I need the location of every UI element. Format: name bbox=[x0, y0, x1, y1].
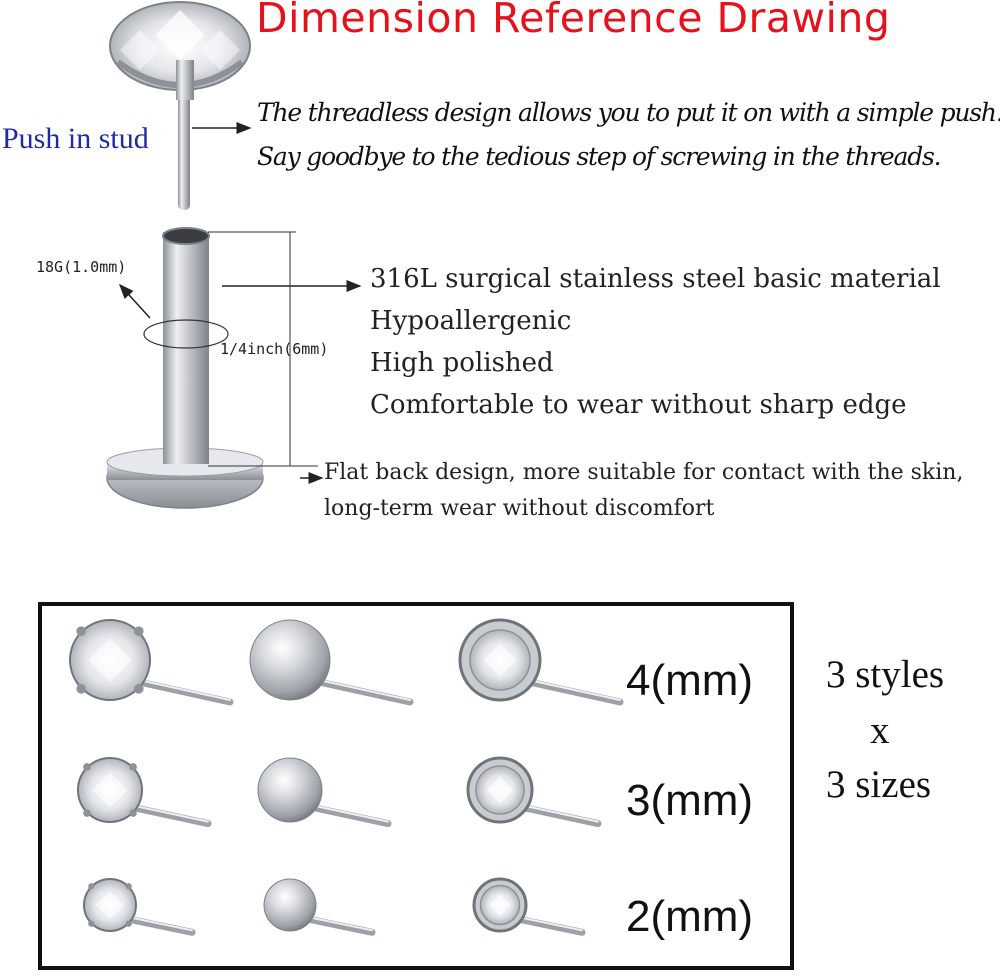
length-label: 1/4inch(6mm) bbox=[220, 340, 329, 358]
size-label-2mm: 2(mm) bbox=[626, 892, 754, 941]
prong-gem-stud-0 bbox=[69, 619, 234, 706]
feature-hypoallergenic: Hypoallergenic bbox=[370, 306, 572, 336]
feature-comfortable: Comfortable to wear without sharp edge bbox=[370, 390, 907, 420]
ball-stud-1 bbox=[257, 757, 392, 828]
feature-material: 316L surgical stainless steel basic mate… bbox=[370, 264, 941, 294]
bezel-gem-stud-0 bbox=[458, 618, 624, 706]
flat-back-line1: Flat back design, more suitable for cont… bbox=[324, 460, 964, 485]
sizes-count: 3 sizes bbox=[826, 763, 932, 806]
styles-count: 3 styles bbox=[826, 653, 945, 696]
dimension-lines bbox=[118, 231, 362, 484]
feature-polished: High polished bbox=[370, 348, 554, 378]
push-in-stud-label: Push in stud bbox=[2, 122, 149, 155]
threadless-description-line2: Say goodbye to the tedious step of screw… bbox=[257, 142, 942, 171]
size-chart-box bbox=[38, 602, 794, 970]
prong-gem-stud-1 bbox=[77, 757, 212, 828]
earring-grid-images bbox=[69, 618, 624, 936]
push-stud-gem-image bbox=[109, 1, 251, 210]
prong-gem-stud-2 bbox=[83, 878, 196, 936]
size-label-4mm: 4(mm) bbox=[626, 656, 754, 705]
threadless-description-line1: The threadless design allows you to put … bbox=[257, 98, 1000, 127]
ball-stud-0 bbox=[249, 619, 414, 706]
flat-back-line2: long-term wear without discomfort bbox=[324, 496, 715, 521]
page-title: Dimension Reference Drawing bbox=[256, 0, 891, 42]
gauge-label: 18G(1.0mm) bbox=[36, 258, 127, 276]
size-label-3mm: 3(mm) bbox=[626, 776, 754, 825]
ball-stud-2 bbox=[263, 878, 376, 936]
styles-times: x bbox=[870, 709, 890, 752]
bezel-gem-stud-2 bbox=[472, 877, 586, 936]
bezel-gem-stud-1 bbox=[466, 756, 602, 828]
labret-post-image bbox=[106, 227, 264, 509]
